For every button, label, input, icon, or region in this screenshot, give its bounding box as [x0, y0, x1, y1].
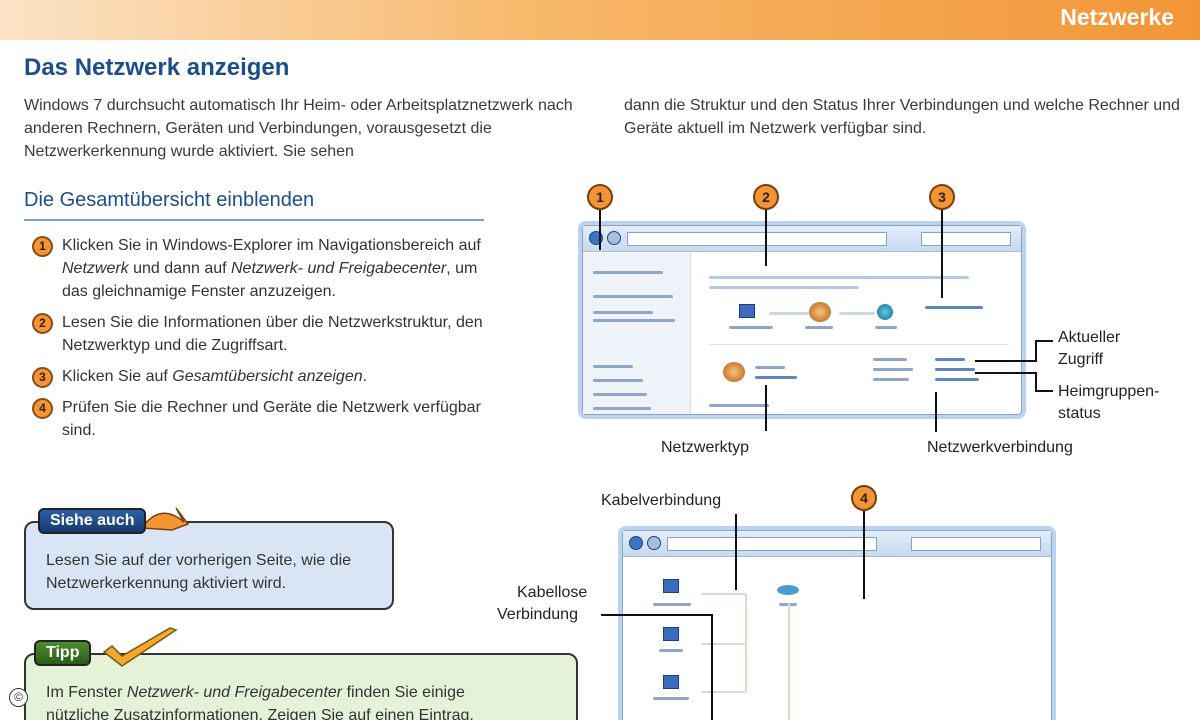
window-titlebar: [623, 531, 1051, 557]
step-2: 2 Lesen Sie die Informationen über die N…: [32, 311, 492, 357]
switch-icon: [777, 585, 799, 595]
see-also-box: Lesen Sie auf der vorherigen Seite, wie …: [24, 521, 394, 610]
label-kabelverbindung: Kabelverbindung: [601, 492, 722, 509]
tip-text-emphasis: Netzwerk- und Freigabecenter: [126, 684, 343, 701]
label-heimgruppen-2: status: [1058, 405, 1101, 422]
label-heimgruppen-1: Heimgruppen-: [1058, 383, 1160, 400]
callout-3: 3: [929, 184, 955, 210]
tip-box: Im Fenster Netzwerk- und Freigabecenter …: [24, 653, 578, 720]
computer-icon: [739, 304, 755, 318]
copyright-icon: ©: [9, 688, 28, 707]
header-bar: [0, 0, 1200, 40]
forward-icon: [647, 536, 661, 550]
label-aktueller-zugriff-2: Zugriff: [1058, 351, 1104, 368]
label-aktueller-zugriff-1: Aktueller: [1058, 329, 1121, 346]
screenshot-network-center: [582, 225, 1022, 415]
callout-1: 1: [587, 184, 613, 210]
tip-text-part: nützliche Zusatzinformationen. Zeigen Si…: [46, 707, 474, 720]
step-text: Prüfen Sie die Rechner und Geräte die Ne…: [62, 399, 481, 439]
search-box: [911, 537, 1041, 551]
tip-text-part: finden Sie einige: [342, 684, 465, 701]
back-icon: [629, 536, 643, 550]
step-4: 4 Prüfen Sie die Rechner und Geräte die …: [32, 396, 492, 442]
callout-2: 2: [753, 184, 779, 210]
checkmark-icon: [102, 627, 178, 667]
step-text: Lesen Sie die Informationen über die Net…: [62, 314, 483, 354]
section-divider: [24, 219, 484, 221]
home-network-icon: [723, 362, 745, 382]
label-kabellos-1: Kabellose: [517, 584, 588, 601]
step-number: 2: [32, 313, 53, 334]
see-also-tag: Siehe auch: [38, 508, 147, 534]
window-sidebar: [583, 253, 691, 414]
label-kabellos-2: Verbindung: [497, 606, 578, 623]
step-3: 3 Klicken Sie auf Gesamtübersicht anzeig…: [32, 365, 492, 388]
see-also-text: Lesen Sie auf der vorherigen Seite, wie …: [46, 552, 352, 592]
step-number: 4: [32, 398, 53, 419]
address-bar: [667, 537, 877, 551]
step-text: und dann auf: [128, 260, 231, 277]
section-title: Die Gesamtübersicht einblenden: [24, 189, 315, 211]
step-number: 3: [32, 367, 53, 388]
step-text: Klicken Sie auf: [62, 368, 173, 385]
callout-4: 4: [851, 485, 877, 511]
step-text: .: [362, 368, 368, 385]
label-netzwerkverbindung: Netzwerkverbindung: [927, 439, 1073, 456]
address-bar: [627, 232, 887, 246]
page-title: Das Netzwerk anzeigen: [24, 54, 290, 81]
step-text-emphasis: Netzwerk- und Freigabecenter: [231, 260, 447, 277]
search-box: [921, 232, 1011, 246]
computer-icon: [663, 627, 679, 641]
step-number: 1: [32, 236, 53, 257]
forward-icon: [607, 231, 621, 245]
step-text-emphasis: Netzwerk: [62, 260, 129, 277]
window-titlebar: [583, 226, 1021, 252]
internet-icon: [877, 304, 893, 320]
label-netzwerktyp: Netzwerktyp: [661, 439, 750, 456]
network-icon: [809, 302, 831, 322]
swoosh-arrow-icon: [140, 507, 190, 531]
step-text-emphasis: Gesamtübersicht anzeigen: [172, 368, 363, 385]
step-1: 1 Klicken Sie in Windows-Explorer im Nav…: [32, 234, 492, 303]
tip-text-part: Im Fenster: [46, 684, 127, 701]
tip-text: Im Fenster Netzwerk- und Freigabecenter …: [46, 681, 566, 720]
tip-tag: Tipp: [34, 640, 92, 666]
chapter-title: Netzwerke: [1060, 4, 1174, 30]
step-text: Klicken Sie in Windows-Explorer im Navig…: [62, 237, 481, 254]
intro-text-left: Windows 7 durchsucht automatisch Ihr Hei…: [24, 97, 573, 160]
computer-icon: [663, 675, 679, 689]
step-list: 1 Klicken Sie in Windows-Explorer im Nav…: [32, 234, 492, 450]
computer-icon: [663, 579, 679, 593]
step-text: , um das gleichnamige Fenster anzuzeigen…: [62, 260, 478, 300]
intro-text-right: dann die Struktur und den Status Ihrer V…: [624, 97, 1180, 137]
screenshot-network-map: [622, 530, 1052, 720]
